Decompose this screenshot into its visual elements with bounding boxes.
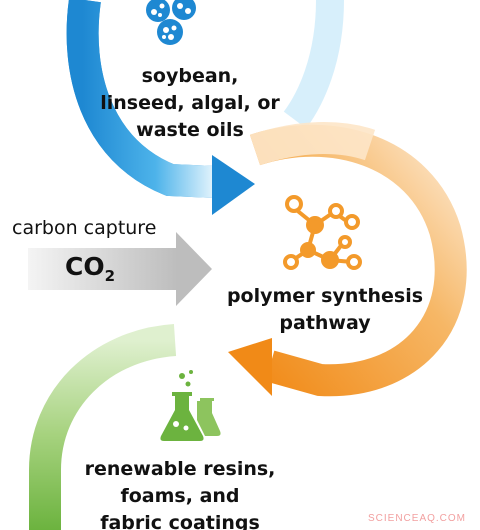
resins-line-2: foams, and [120, 485, 240, 507]
resins-line-1: renewable resins, [84, 458, 276, 480]
polymer-line-2: pathway [279, 312, 371, 334]
carbon-capture-label: carbon capture [12, 217, 157, 239]
ring-polymer [228, 122, 467, 397]
co2-base: CO [65, 252, 105, 281]
oils-line-3: waste oils [136, 119, 244, 141]
molecule-icon [283, 195, 362, 270]
resins-label: renewable resins, foams, and fabric coat… [50, 456, 310, 530]
oils-line-1: soybean, [141, 65, 239, 87]
resins-line-3: fabric coatings [100, 512, 260, 530]
ring-resins [29, 324, 177, 530]
polymer-arrowhead [228, 338, 272, 396]
polymer-label: polymer synthesis pathway [205, 283, 445, 337]
co2-formula: CO2 [65, 252, 115, 285]
co2-subscript: 2 [104, 267, 116, 285]
flasks-icon [160, 370, 221, 441]
oils-arrowhead [212, 155, 255, 215]
seeds-icon [146, 0, 196, 45]
polymer-line-1: polymer synthesis [226, 285, 424, 307]
watermark: SCIENCEAQ.COM [367, 513, 466, 524]
ring-oils [66, 0, 344, 215]
co2-input-arrow [28, 232, 212, 306]
oils-line-2: linseed, algal, or [100, 92, 280, 114]
oils-label: soybean, linseed, algal, or waste oils [70, 63, 310, 144]
